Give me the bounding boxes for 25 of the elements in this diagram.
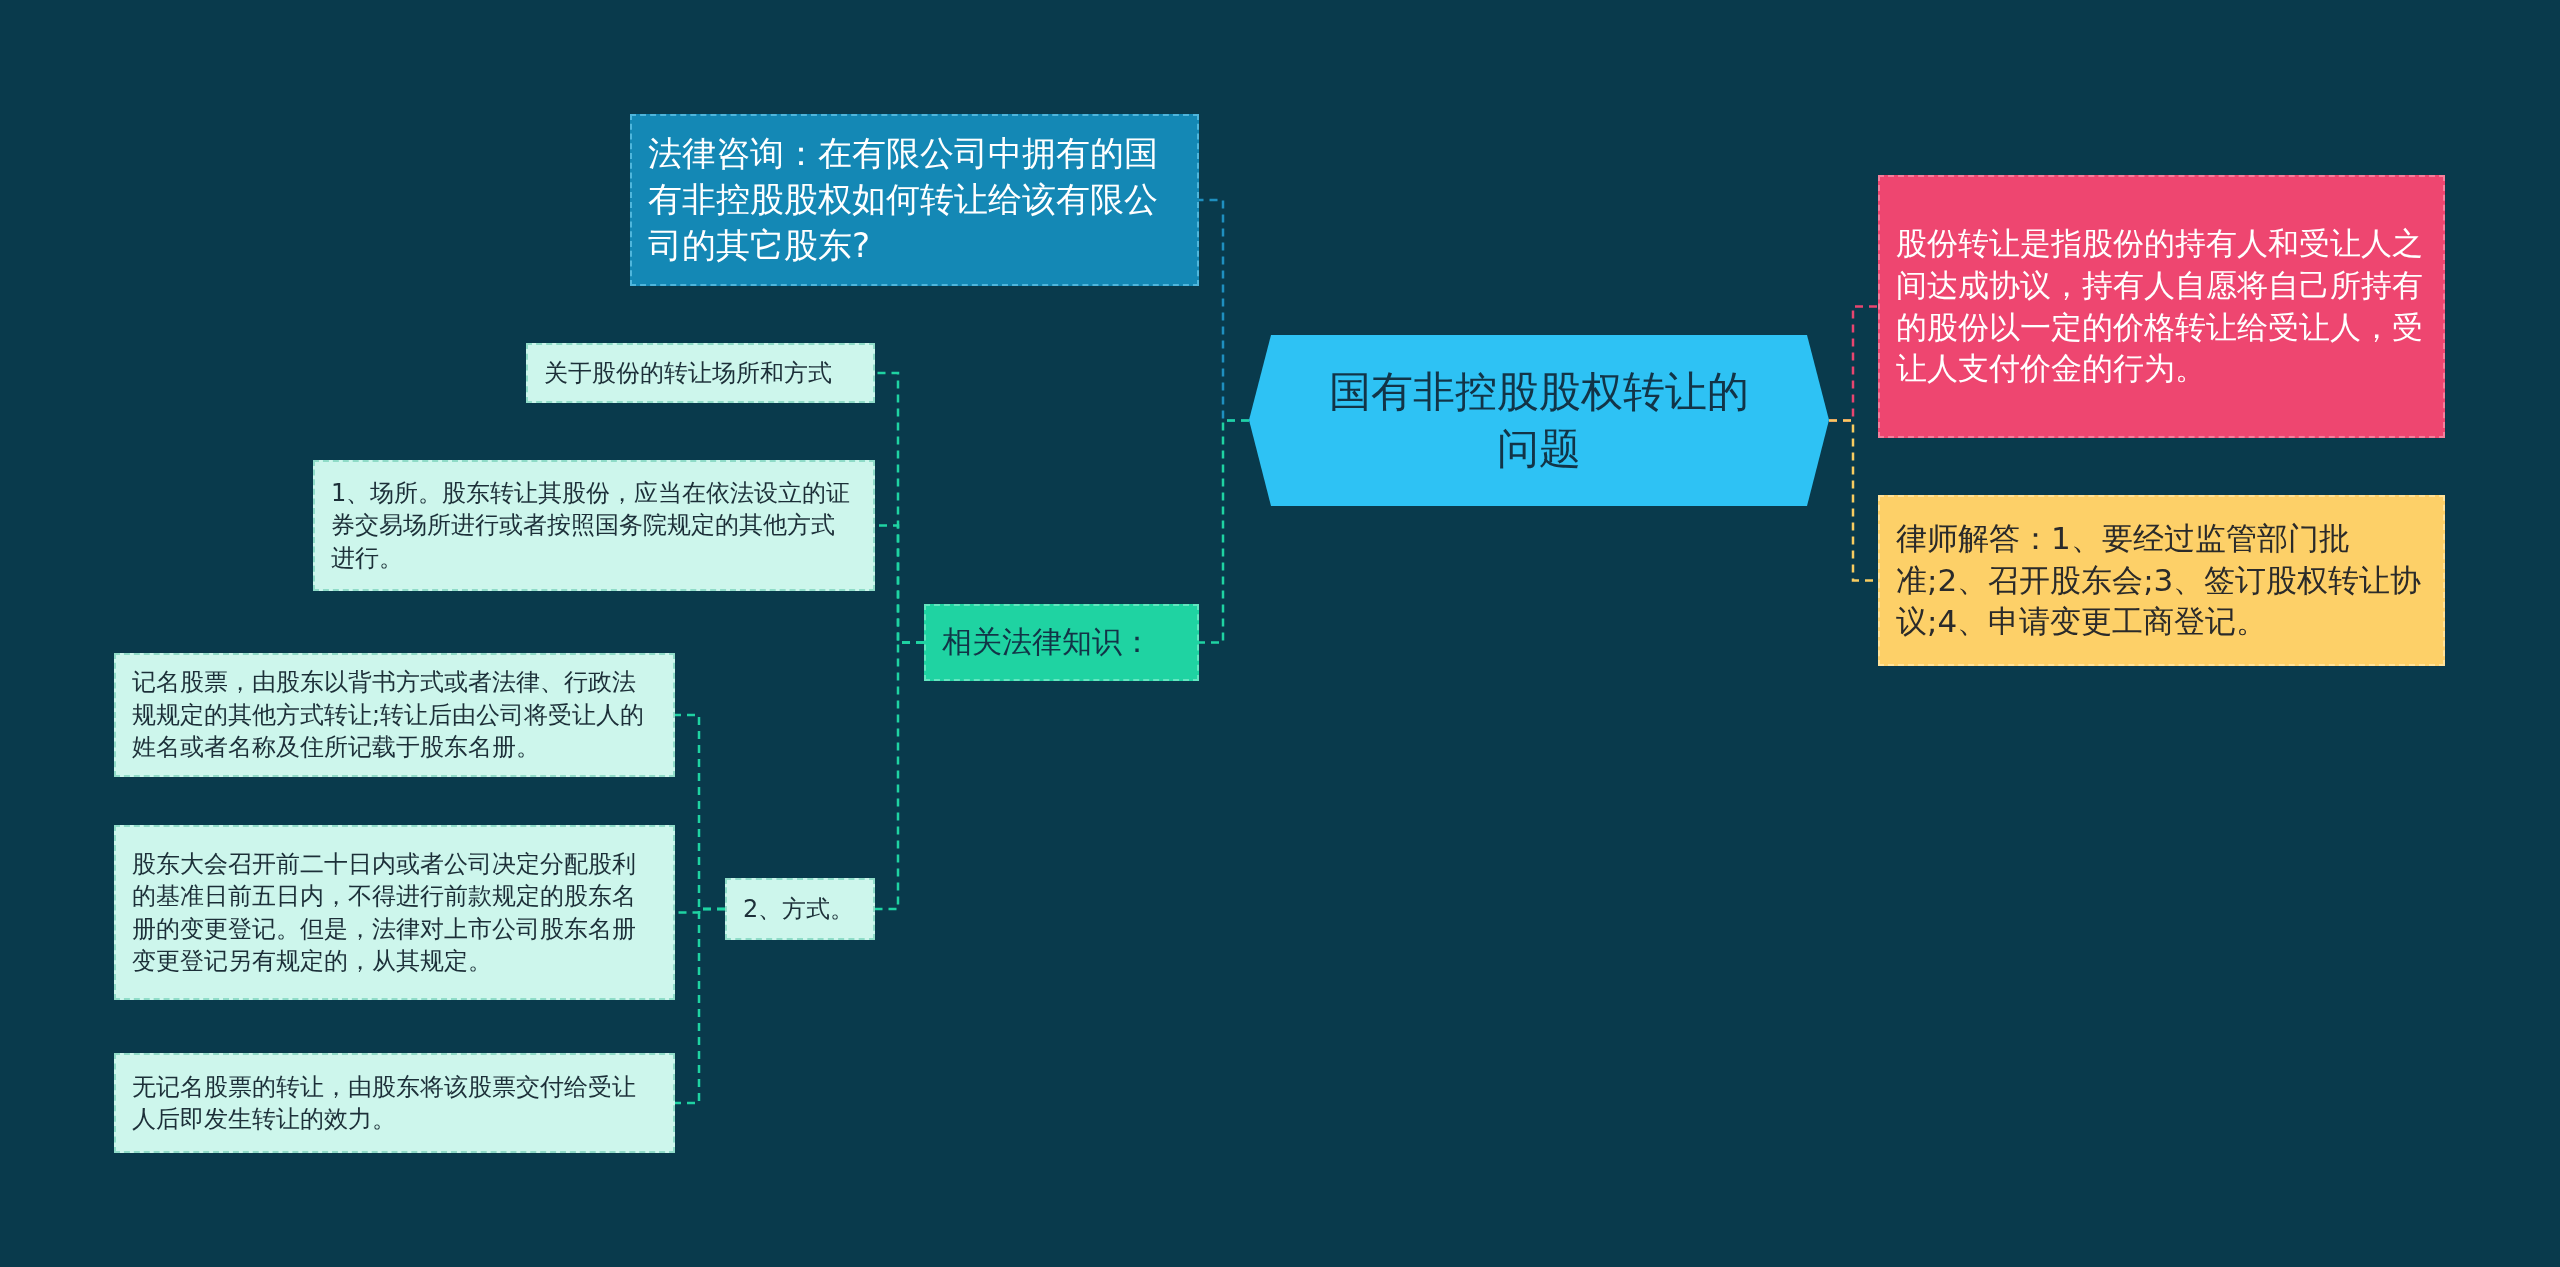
node-text: 相关法律知识： <box>942 623 1152 662</box>
answer-box <box>1878 495 2445 666</box>
note-box <box>725 878 875 940</box>
question-box <box>630 114 1199 286</box>
node-text: 律师解答：1、要经过监管部门批准;2、召开股东会;3、签订股权转让协议;4、申请变更工商登记。 <box>1896 518 2423 642</box>
node-text: 无记名股票的转让，由股东将该股票交付给受让人后即发生转让的效力。 <box>132 1071 637 1135</box>
node-text: 国有非控股股权转让的问题 <box>1328 365 1750 475</box>
connector-line <box>1199 419 1249 644</box>
node-text: 股份转让是指股份的持有人和受让人之间达成协议，持有人自愿将自己所持有的股份以一定的价格转让给受让人，受让人支付价金的行为。 <box>1896 223 2424 389</box>
note-box <box>526 343 875 403</box>
node-text: 法律咨询：在有限公司中拥有的国有非控股股权如何转让给该有限公司的其它股东? <box>648 132 1159 267</box>
node-text: 股东大会召开前二十日内或者公司决定分配股利的基准日前五日内，不得进行前款规定的股东名册的变更登记。但是，法律对上市公司股东名册变更登记另有规定的，从其规定。 <box>132 848 637 977</box>
definition-box <box>1878 175 2445 438</box>
note-box <box>313 460 875 591</box>
note-box <box>114 825 675 1000</box>
connector-line <box>675 907 725 1105</box>
connector-line <box>875 641 924 911</box>
node-text: 关于股份的转让场所和方式 <box>544 357 832 389</box>
node-text: 记名股票，由股东以背书方式或者法律、行政法规规定的其他方式转让;转让后由公司将受让人的姓名或者名称及住所记载于股东名册。 <box>132 667 646 764</box>
note-box <box>114 1053 675 1153</box>
node-text: 2、方式。 <box>743 893 855 925</box>
note-box <box>114 653 675 777</box>
branch-box <box>924 604 1199 681</box>
topic-hexagon <box>1249 335 1829 506</box>
node-text: 1、场所。股东转让其股份，应当在依法设立的证券交易场所进行或者按照国务院规定的其他方式进行。 <box>331 477 852 574</box>
